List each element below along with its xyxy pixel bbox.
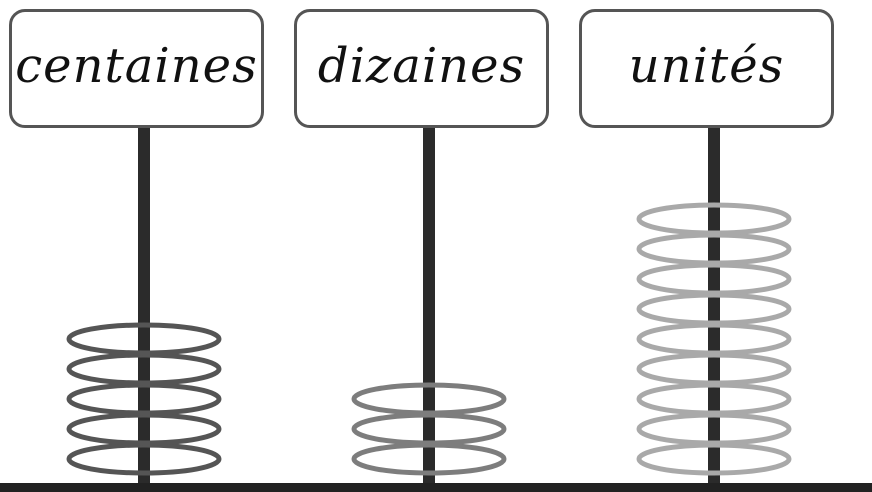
ring-dizaines xyxy=(351,382,507,416)
label-centaines: centaines xyxy=(15,37,258,94)
rings xyxy=(66,202,792,476)
rod-unites xyxy=(708,128,720,486)
rods xyxy=(138,128,720,486)
ring-centaines xyxy=(66,322,222,356)
rod-dizaines xyxy=(423,128,435,486)
label-dizaines: dizaines xyxy=(317,37,526,94)
ring-unites xyxy=(636,202,792,236)
label-unites: unités xyxy=(628,37,785,94)
abacus-base xyxy=(0,483,872,492)
rod-centaines xyxy=(138,128,150,486)
label-box-dizaines: dizaines xyxy=(294,9,549,128)
label-box-unites: unités xyxy=(579,9,834,128)
label-box-centaines: centaines xyxy=(9,9,264,128)
